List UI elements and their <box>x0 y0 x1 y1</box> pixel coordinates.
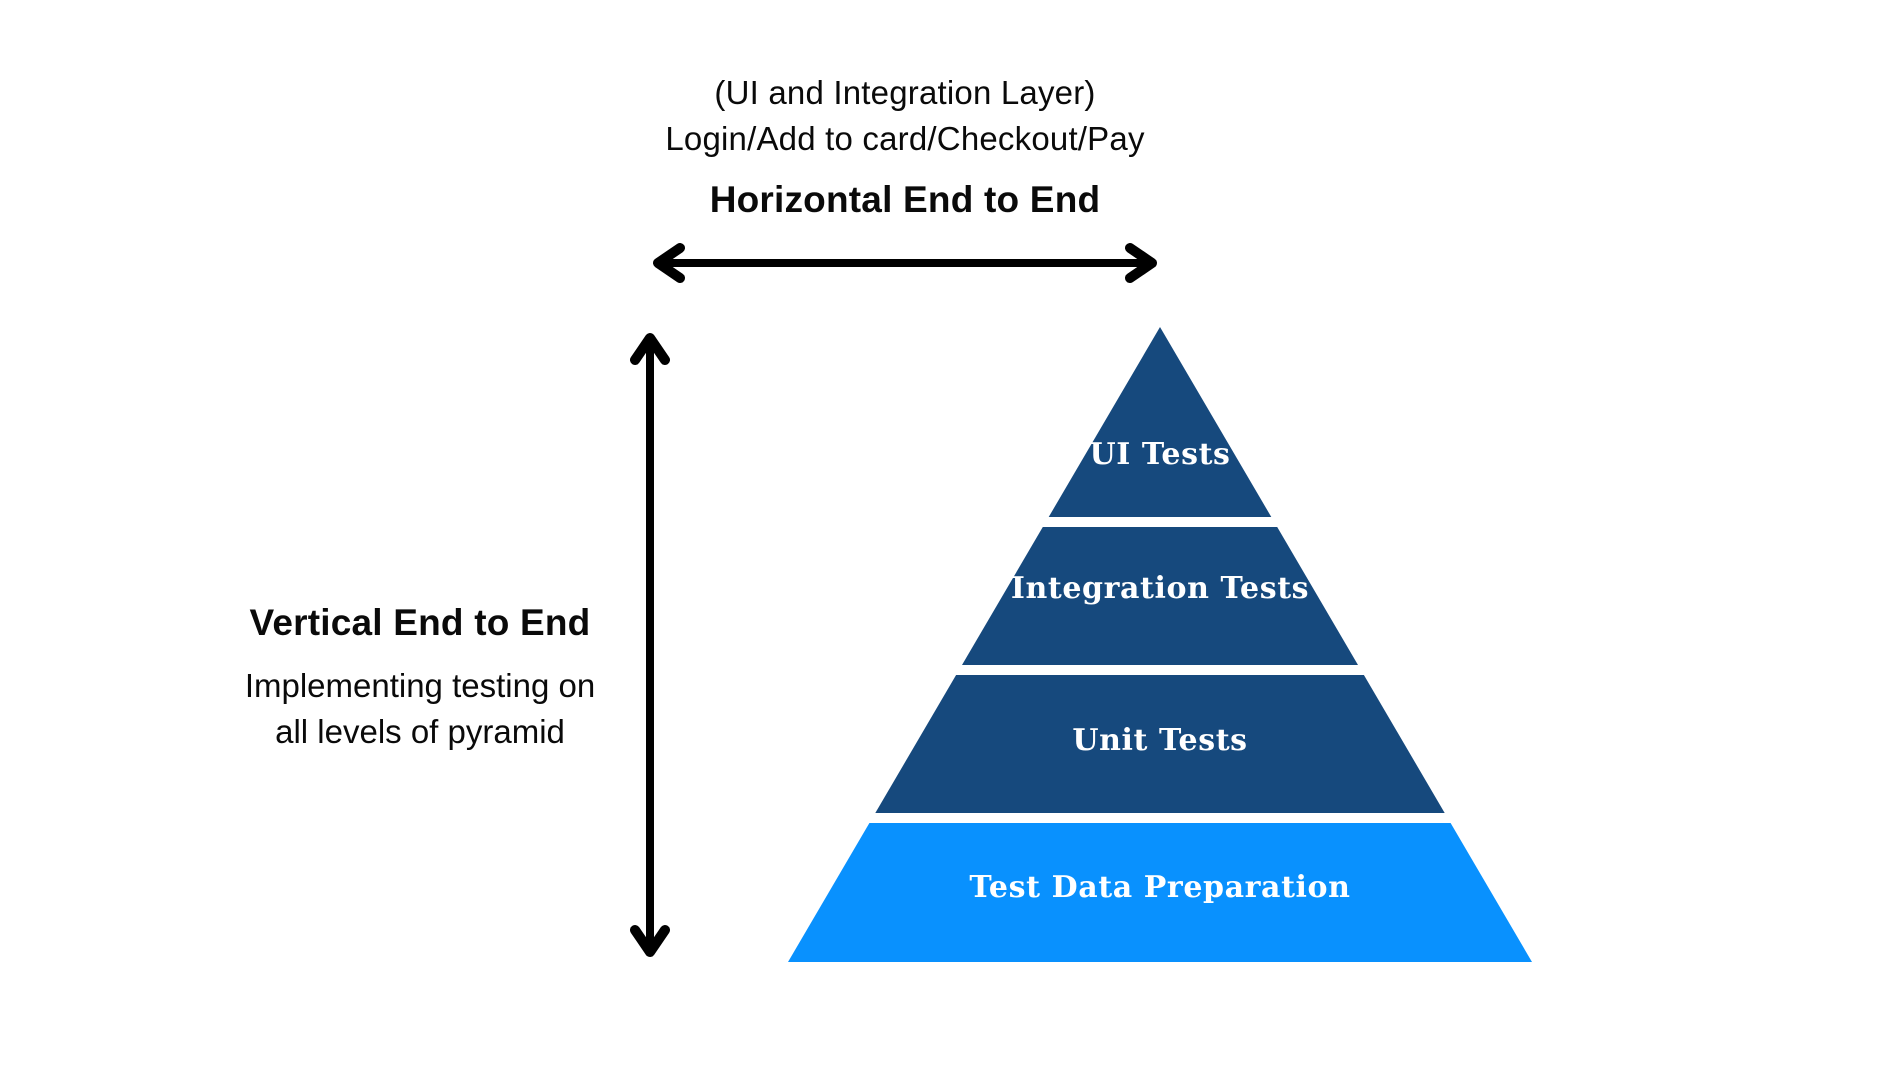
test-pyramid: UI Tests Integration Tests Unit Tests Te… <box>788 327 1532 962</box>
pyramid-layer-unit-tests <box>875 675 1445 813</box>
horizontal-subtitle-line2: Login/Add to card/Checkout/Pay <box>665 120 1145 157</box>
pyramid-layer-integration-tests <box>962 527 1358 665</box>
vertical-subtitle-line2: all levels of pyramid <box>275 713 565 750</box>
pyramid-label-integration-tests: Integration Tests <box>1011 571 1309 606</box>
vertical-annotation-block: Vertical End to End Implementing testing… <box>120 600 720 755</box>
horizontal-subtitle-line1: (UI and Integration Layer) <box>714 74 1096 111</box>
pyramid-label-unit-tests: Unit Tests <box>1072 723 1247 758</box>
pyramid-label-test-data-preparation: Test Data Preparation <box>969 870 1350 905</box>
pyramid-label-ui-tests: UI Tests <box>1089 437 1230 472</box>
horizontal-annotation-block: (UI and Integration Layer) Login/Add to … <box>555 70 1255 222</box>
pyramid-layer-test-data-preparation <box>788 823 1532 962</box>
vertical-end-to-end-title: Vertical End to End <box>249 602 591 643</box>
pyramid-layer-ui-tests <box>1048 327 1272 517</box>
horizontal-end-to-end-title: Horizontal End to End <box>709 179 1101 220</box>
vertical-subtitle-line1: Implementing testing on <box>244 667 596 704</box>
